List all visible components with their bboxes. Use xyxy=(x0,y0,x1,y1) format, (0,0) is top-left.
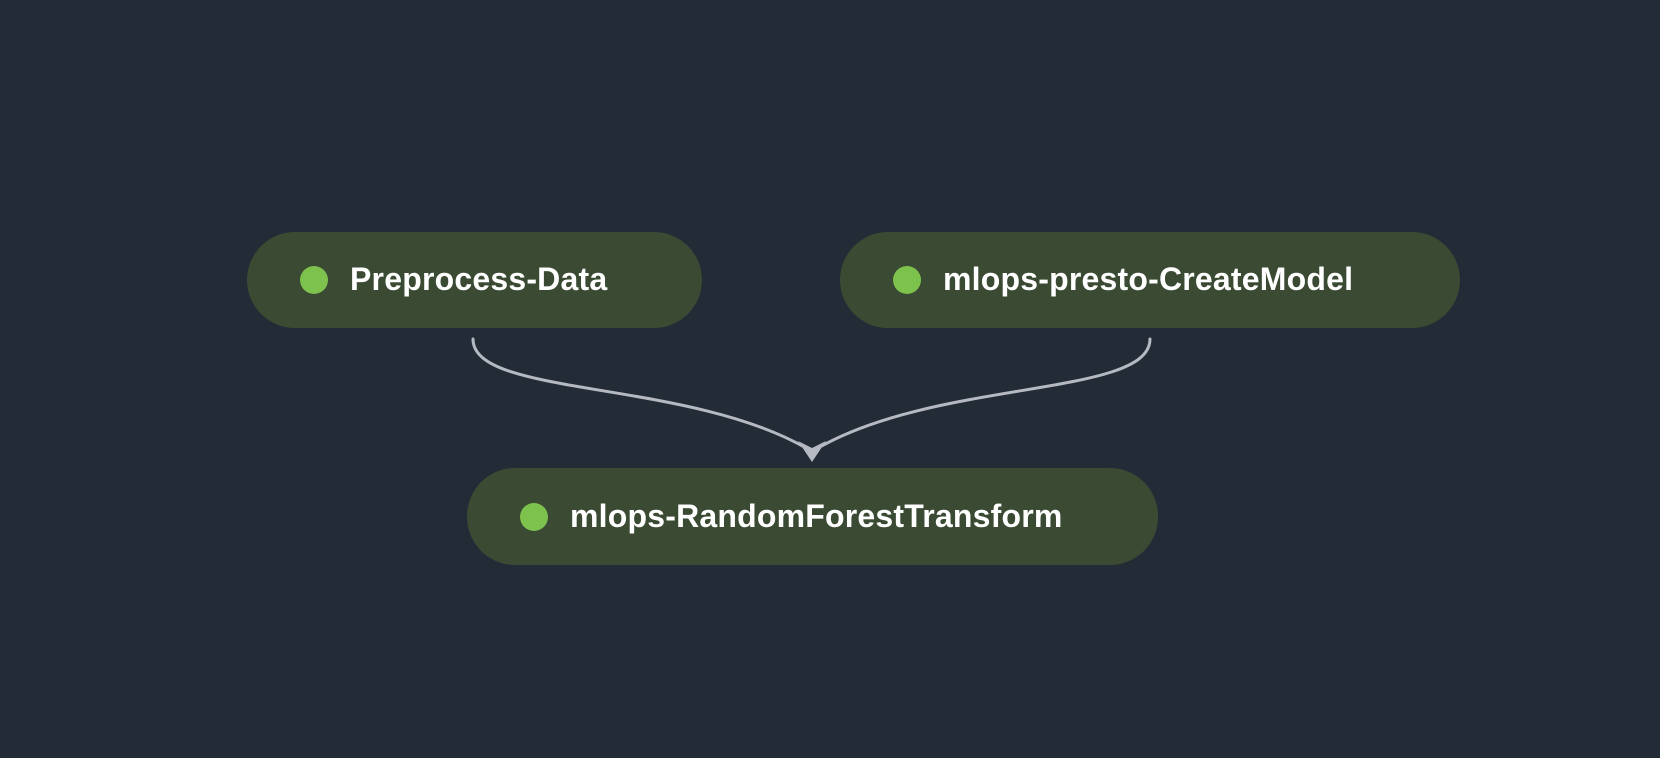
node-label: Preprocess-Data xyxy=(350,261,608,297)
pipeline-node-preprocess-data[interactable]: Preprocess-Data xyxy=(247,232,702,328)
status-success-dot-icon xyxy=(300,266,328,294)
pipeline-node-mlops-presto-createmodel[interactable]: mlops-presto-CreateModel xyxy=(840,232,1460,328)
node-label: mlops-RandomForestTransform xyxy=(570,497,1063,534)
edge-createmodel-to-transform xyxy=(816,337,1152,450)
arrowhead-down-icon xyxy=(798,441,826,462)
node-label: mlops-presto-CreateModel xyxy=(943,261,1354,297)
pipeline-node-mlops-randomforesttransform[interactable]: mlops-RandomForestTransform xyxy=(467,468,1158,565)
status-success-dot-icon xyxy=(893,266,921,294)
edge-preprocess-to-transform xyxy=(471,337,808,450)
status-success-dot-icon xyxy=(520,502,548,531)
